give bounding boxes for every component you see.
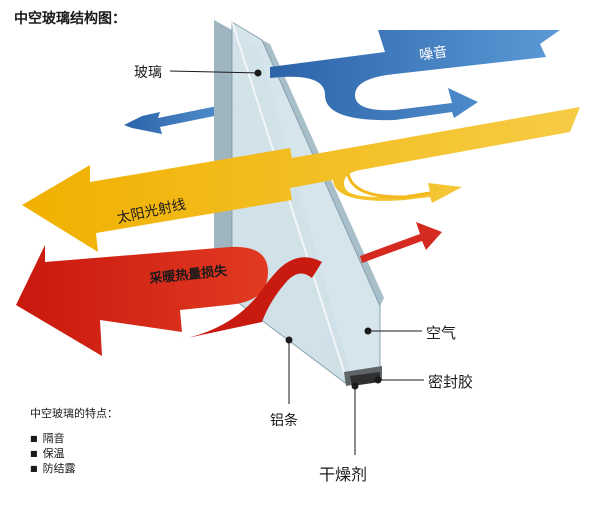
label-aluminum-strip: 铝条 — [270, 413, 298, 429]
feature-item: 隔音 — [30, 431, 76, 446]
feature-item: 防结露 — [30, 461, 76, 476]
features-title: 中空玻璃的特点： — [30, 407, 118, 420]
label-glass: 玻璃 — [134, 65, 162, 81]
features-list: 隔音 保温 防结露 — [30, 431, 76, 476]
sealant-bar — [350, 372, 380, 386]
diagram-title: 中空玻璃结构图： — [14, 11, 126, 27]
sunlight-arrow — [22, 107, 580, 252]
label-air: 空气 — [426, 324, 457, 342]
leader-lines — [169, 69, 424, 455]
glass-pane-back — [214, 20, 232, 298]
noise-arrow-label: 噪音 — [418, 43, 448, 64]
label-sealant: 密封胶 — [428, 373, 474, 391]
heating-loss-arrow — [16, 222, 442, 356]
feature-item: 保温 — [30, 446, 76, 461]
label-desiccant: 干燥剂 — [319, 465, 368, 484]
noise-arrow — [270, 30, 560, 121]
